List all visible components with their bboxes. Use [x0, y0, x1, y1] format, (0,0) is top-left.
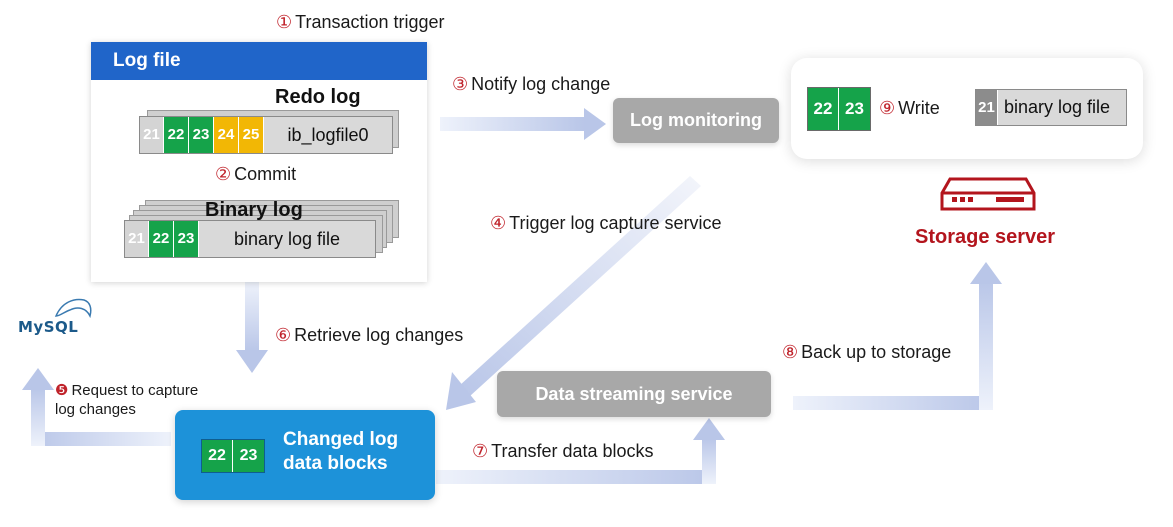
- binary-log-title: Binary log: [205, 199, 303, 221]
- transfer-arrow: [436, 418, 725, 484]
- redo-log-title: Redo log: [275, 86, 361, 108]
- mysql-logo: MySQL: [18, 318, 79, 336]
- binary-block-23: 23: [174, 221, 199, 257]
- log-file-header: Log file: [91, 42, 427, 80]
- redo-block-23: 23: [189, 117, 214, 153]
- redo-block-22: 22: [164, 117, 189, 153]
- binary-log-strip: 21 22 23 binary log file: [124, 220, 376, 258]
- storage-binary-file: 21 binary log file: [975, 89, 1127, 126]
- changed-blocks: 22 23: [201, 439, 265, 473]
- request-arrow: [22, 368, 171, 446]
- storage-block-23: 23: [839, 88, 870, 130]
- storage-block-21: 21: [976, 90, 998, 125]
- redo-block-24: 24: [214, 117, 239, 153]
- redo-log-file-name: ib_logfile0: [264, 117, 392, 153]
- changed-log-box: 22 23 Changed log data blocks: [175, 410, 435, 500]
- redo-log-strip: 21 22 23 24 25 ib_logfile0: [139, 116, 393, 154]
- notify-arrow: [440, 108, 606, 140]
- redo-block-25: 25: [239, 117, 264, 153]
- changed-log-label: Changed log data blocks: [283, 429, 399, 474]
- storage-file-name: binary log file: [998, 90, 1126, 125]
- storage-block-22: 22: [808, 88, 839, 130]
- changed-block-23: 23: [233, 440, 264, 472]
- trigger-arrow: [446, 176, 701, 410]
- binary-block-22: 22: [149, 221, 174, 257]
- log-monitoring-box: Log monitoring: [613, 98, 779, 143]
- changed-block-22: 22: [202, 440, 233, 472]
- data-streaming-box: Data streaming service: [497, 371, 771, 417]
- binary-log-file-name: binary log file: [199, 221, 375, 257]
- retrieve-arrow: [236, 282, 268, 373]
- storage-server-label: Storage server: [915, 226, 1056, 248]
- redo-block-21: 21: [140, 117, 164, 153]
- backup-arrow: [793, 262, 1002, 410]
- binary-block-21: 21: [125, 221, 149, 257]
- log-file-panel: Log file Redo log 21 22 23 24 25 ib_logf…: [91, 42, 427, 282]
- server-icon: [940, 177, 1036, 211]
- mysql-dolphin-icon: [54, 298, 92, 319]
- storage-blocks: 22 23: [807, 87, 871, 131]
